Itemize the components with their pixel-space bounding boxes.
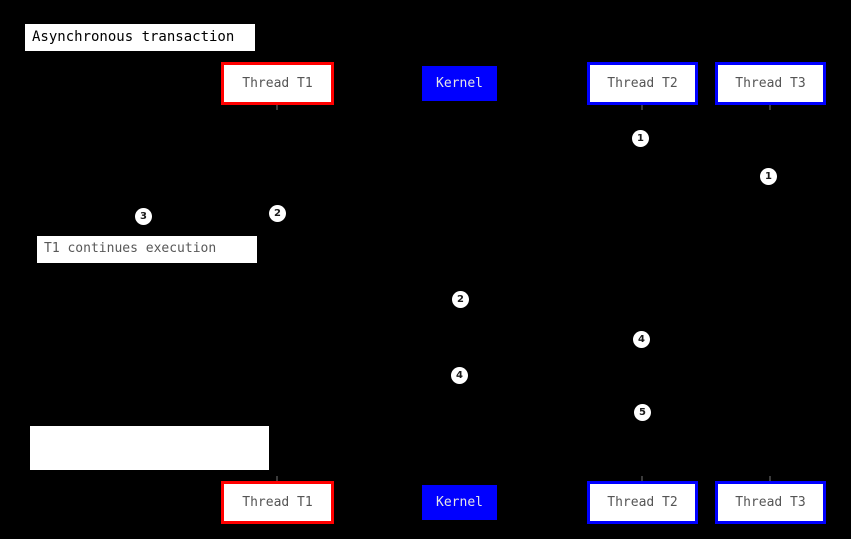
participant-kernel-top[interactable]: Kernel xyxy=(422,66,497,101)
step-badge-badge-t2-4: 4 xyxy=(633,331,650,348)
step-badge-badge-t2-5: 5 xyxy=(634,404,651,421)
participant-thread-t1-top[interactable]: Thread T1 xyxy=(221,62,334,105)
note-t1-continues: T1 continues execution xyxy=(37,236,257,263)
tick-t3-bottom xyxy=(769,476,771,481)
participant-label: Thread T2 xyxy=(607,76,678,91)
tick-t1-bottom xyxy=(276,476,278,481)
participant-thread-t1-bottom[interactable]: Thread T1 xyxy=(221,481,334,524)
participant-thread-t2-top[interactable]: Thread T2 xyxy=(587,62,698,105)
step-badge-badge-t2-1: 1 xyxy=(632,130,649,147)
tick-t3-top xyxy=(769,105,771,110)
step-badge-badge-t3-1: 1 xyxy=(760,168,777,185)
participant-label: Thread T2 xyxy=(607,495,678,510)
blank-box-empty-note xyxy=(30,426,269,470)
participant-thread-t3-top[interactable]: Thread T3 xyxy=(715,62,826,105)
step-badge-badge-kernel-2: 2 xyxy=(452,291,469,308)
step-badge-badge-t1-2: 2 xyxy=(269,205,286,222)
step-badge-badge-t1-3: 3 xyxy=(135,208,152,225)
participant-thread-t3-bottom[interactable]: Thread T3 xyxy=(715,481,826,524)
participant-label: Kernel xyxy=(436,76,483,91)
participant-label: Thread T1 xyxy=(242,495,313,510)
step-badge-badge-kernel-4: 4 xyxy=(451,367,468,384)
participant-label: Kernel xyxy=(436,495,483,510)
tick-t2-bottom xyxy=(641,476,643,481)
tick-t1-top xyxy=(276,105,278,110)
participant-label: Thread T1 xyxy=(242,76,313,91)
participant-kernel-bottom[interactable]: Kernel xyxy=(422,485,497,520)
diagram-title: Asynchronous transaction xyxy=(25,24,255,51)
participant-thread-t2-bottom[interactable]: Thread T2 xyxy=(587,481,698,524)
tick-t2-top xyxy=(641,105,643,110)
participant-label: Thread T3 xyxy=(735,495,806,510)
participant-label: Thread T3 xyxy=(735,76,806,91)
